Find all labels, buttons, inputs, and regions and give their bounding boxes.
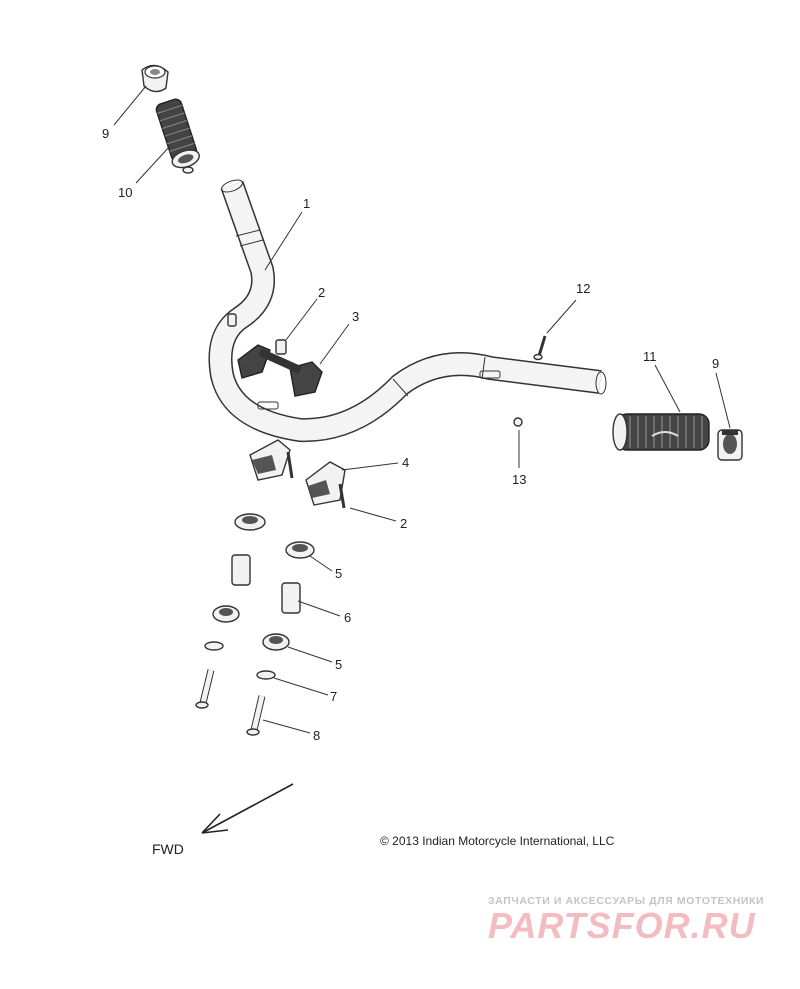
callout-12: 12 [576, 281, 590, 296]
nut-13 [513, 417, 523, 427]
callout-10: 10 [118, 185, 132, 200]
watermark-logo: PARTSFOR.RU [488, 905, 756, 946]
copyright-notice: © 2013 Indian Motorcycle International, … [380, 834, 615, 848]
right-end-cap [717, 429, 743, 461]
right-grip [612, 413, 710, 451]
forward-arrow [201, 783, 294, 834]
callout-1: 1 [303, 196, 310, 211]
left-grip [155, 98, 200, 174]
callout-9-right: 9 [712, 356, 719, 371]
fwd-label: FWD [152, 841, 184, 857]
riser-left [249, 439, 294, 481]
handlebar [208, 179, 607, 443]
bushing-top-left [234, 513, 266, 531]
callout-3: 3 [352, 309, 359, 324]
left-end-cap [141, 64, 169, 93]
bolt-8-left [195, 669, 215, 709]
upper-clamp [227, 313, 323, 397]
bolt-12 [533, 335, 547, 361]
leader-lines [113, 85, 731, 734]
callout-4: 4 [402, 455, 409, 470]
watermark-tagline: ЗАПЧАСТИ И АКСЕССУАРЫ ДЛЯ МОТОТЕХНИКИ [488, 895, 765, 907]
callout-7: 7 [330, 689, 337, 704]
callout-13: 13 [512, 472, 526, 487]
bushing-bottom-left [212, 605, 240, 623]
bushing-bottom-right [262, 633, 290, 651]
callout-5-bottom: 5 [335, 657, 342, 672]
callout-9-left: 9 [102, 126, 109, 141]
callout-6: 6 [344, 610, 351, 625]
callout-2-bottom: 2 [400, 516, 407, 531]
callout-11: 11 [643, 349, 657, 364]
bushing-top-right [285, 541, 315, 559]
washer-right [256, 670, 276, 680]
spacer-left [231, 554, 251, 586]
callout-5-top: 5 [335, 566, 342, 581]
callout-2-top: 2 [318, 285, 325, 300]
riser-right [305, 461, 346, 509]
bolt-8-right [246, 695, 266, 736]
callout-8: 8 [313, 728, 320, 743]
spacer-right [281, 582, 301, 614]
washer-left [204, 641, 224, 651]
